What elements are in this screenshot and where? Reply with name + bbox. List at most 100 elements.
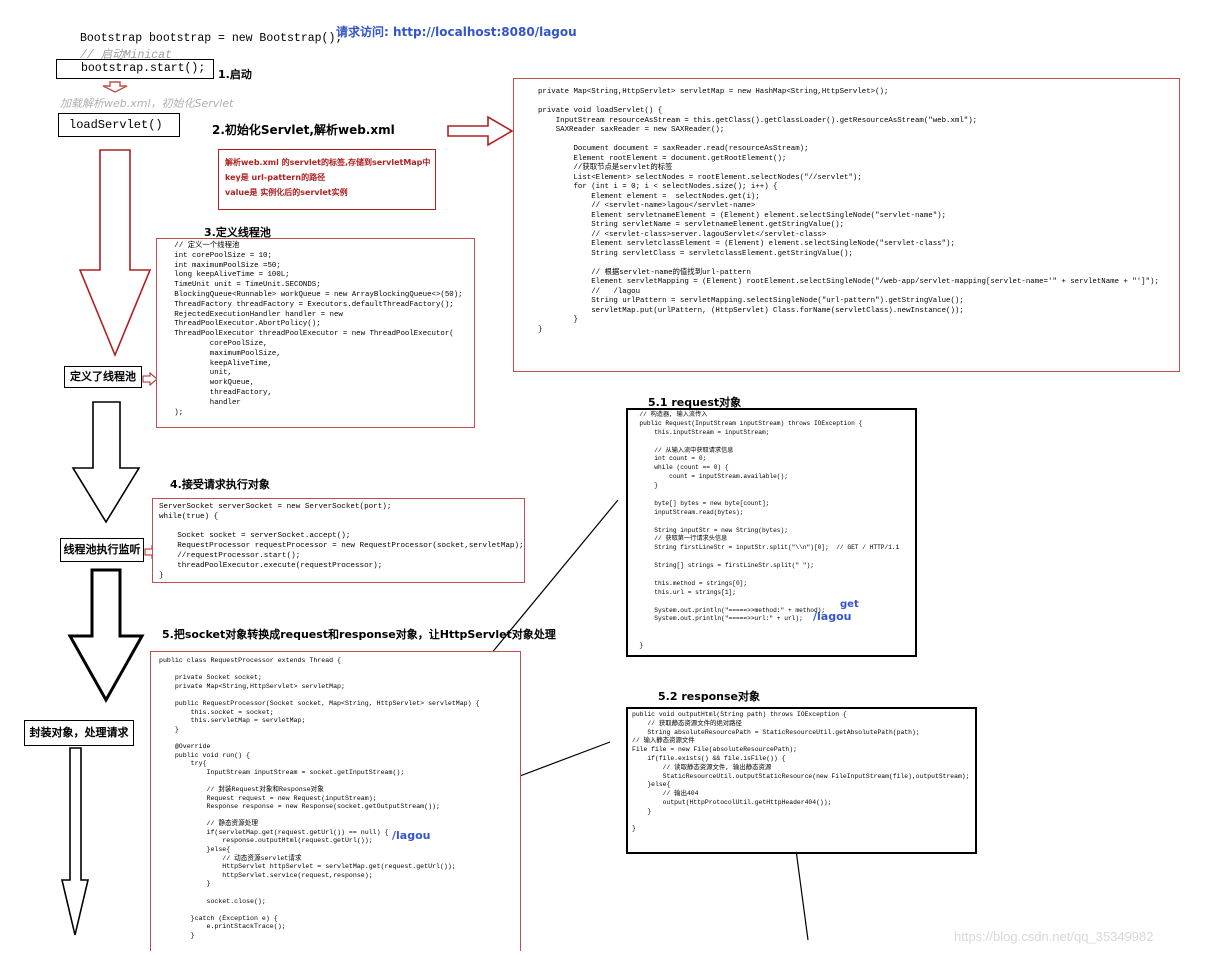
code-line: // 获取第一行请求头信息: [632, 535, 728, 543]
code-line: }catch (Exception e) {: [159, 914, 278, 922]
code-line: File file = new File(absoluteResourcePat…: [632, 746, 797, 754]
code-line: public Request(InputStream inputStream) …: [632, 419, 863, 427]
code-line: }: [632, 825, 636, 833]
black-down-arrow-2: [67, 568, 145, 704]
black-down-arrow-1: [71, 401, 141, 524]
code-line: [538, 259, 1159, 269]
red-right-arrow: [447, 115, 514, 147]
code-line: HttpServlet httpServlet = servletMap.get…: [159, 863, 456, 871]
start-comment: // 启动Minicat: [80, 49, 173, 62]
code-line: keepAliveTime,: [161, 359, 272, 368]
code-line: while(true) {: [159, 512, 219, 521]
code-line: try{: [159, 760, 207, 768]
step-5-1-label: 5.1 request对象: [648, 396, 742, 409]
code-line: if(servletMap.get(request.getUrl()) == n…: [159, 828, 389, 836]
code-line: }: [632, 807, 652, 815]
code-line: // <servlet-class>server.lagouServlet</s…: [538, 230, 827, 239]
thread-pool-code-box: // 定义一个线程池 int corePoolSize = 10; int ma…: [156, 238, 475, 428]
step-4-label: 4.接受请求执行对象: [170, 478, 270, 491]
code-line: [632, 598, 899, 607]
code-line: public class RequestProcessor extends Th…: [159, 657, 342, 664]
wrap-request-box: 封装对象，处理请求: [24, 720, 134, 746]
code-line: this.socket = socket;: [159, 708, 274, 716]
code-line: Element element = selectNodes.get(i);: [538, 192, 760, 201]
code-line: String firstLineStr = inputStr.split("\\…: [632, 544, 900, 552]
load-servlet-code-box: private Map<String,HttpServlet> servletM…: [513, 78, 1180, 372]
code-line: // 读取静态资源文件, 输出静态资源: [632, 763, 772, 771]
code-line: }else{: [632, 781, 671, 789]
response-object-code: public void outputHtml(String path) thro…: [632, 711, 969, 834]
code-line: servletMap.put(urlPattern, (HttpServlet)…: [538, 306, 964, 315]
code-line: long keepAliveTime = 100L;: [161, 271, 290, 280]
code-line: [632, 571, 899, 580]
code-line: // 静态资源处理: [159, 820, 258, 828]
code-line: }: [159, 932, 195, 939]
code-line: }: [632, 482, 658, 490]
code-line: RejectedExecutionHandler handler = new: [161, 310, 343, 319]
code-line: );: [161, 408, 184, 417]
code-line: SAXReader saxReader = new SAXReader();: [538, 126, 725, 134]
lagou-label-1: /lagou: [392, 829, 431, 842]
code-line: // 输出404: [632, 790, 699, 798]
code-line: Response response = new Response(socket.…: [159, 803, 440, 811]
code-line: }: [632, 642, 644, 650]
code-line: //requestProcessor.start();: [159, 551, 301, 560]
code-line: // 从输入流中获取请求信息: [632, 446, 734, 454]
code-line: corePoolSize,: [161, 339, 268, 348]
code-line: if(file.exists() && file.isFile()) {: [632, 754, 786, 762]
code-line: Element servletMapping = (Element) rootE…: [538, 278, 1159, 286]
server-socket-code-box: ServerSocket serverSocket = new ServerSo…: [152, 498, 525, 583]
explain-line-3: value是 实例化后的servlet实例: [225, 188, 348, 197]
code-line: }else{: [159, 846, 231, 854]
watermark: https://blog.csdn.net/qq_35349982: [954, 929, 1154, 944]
thread-pool-listen-box: 线程池执行监听: [60, 538, 144, 562]
code-line: ThreadFactory threadFactory = Executors.…: [161, 300, 454, 309]
code-line: [632, 817, 969, 826]
code-line: response.outputHtml(request.getUrl());: [159, 837, 373, 845]
code-line: [159, 691, 480, 700]
bootstrap-new-line: Bootstrap bootstrap = new Bootstrap();: [80, 32, 343, 45]
code-line: RequestProcessor requestProcessor = new …: [159, 542, 524, 551]
code-line: String urlPattern = servletMapping.selec…: [538, 297, 964, 305]
step-2-label: 2.初始化Servlet,解析web.xml: [212, 123, 395, 137]
server-socket-code: ServerSocket serverSocket = new ServerSo…: [159, 503, 524, 581]
code-line: }: [159, 571, 164, 580]
code-line: [159, 666, 480, 675]
code-line: this.inputStream = inputStream;: [632, 428, 770, 436]
code-line: }: [538, 325, 543, 334]
code-line: private void loadServlet() {: [538, 107, 663, 115]
code-line: String inputStr = new String(bytes);: [632, 526, 788, 534]
code-line: BlockingQueue<Runnable> workQueue = new …: [161, 290, 463, 299]
code-line: threadPoolExecutor.execute(requestProces…: [159, 561, 383, 570]
code-line: Element servletnameElement = (Element) e…: [538, 211, 947, 220]
code-line: byte[] bytes = new byte[count];: [632, 499, 770, 507]
request-url-label: 请求访问: http://localhost:8080/lagou: [336, 25, 577, 39]
code-line: // 输入静态资源文件: [632, 737, 695, 745]
code-line: private Map<String,HttpServlet> servletM…: [159, 682, 345, 690]
code-line: int count = 0;: [632, 455, 707, 463]
code-line: [632, 553, 899, 562]
code-line: // 构造器, 输入流传入: [632, 411, 708, 418]
code-line: [632, 518, 899, 527]
code-line: this.servletMap = servletMap;: [159, 717, 306, 725]
code-line: String absoluteResourcePath = StaticReso…: [632, 728, 920, 736]
code-line: this.url = strings[1];: [632, 588, 736, 596]
code-line: e.printStackTrace();: [159, 923, 286, 931]
code-line: StaticResourceUtil.outputStaticResource(…: [632, 772, 970, 780]
code-line: // /lagou: [538, 287, 641, 296]
code-line: Request request = new Request(inputStrea…: [159, 794, 377, 802]
code-line: [632, 624, 899, 633]
thread-pool-code: // 定义一个线程池 int corePoolSize = 10; int ma…: [161, 242, 463, 418]
request-object-code-box: // 构造器, 输入流传入 public Request(InputStream…: [626, 408, 917, 657]
step-5-2-label: 5.2 response对象: [658, 690, 761, 703]
code-line: System.out.println("=====>>method:" + me…: [632, 606, 826, 614]
code-line: [538, 98, 1159, 108]
explain-line-2: key是 url-pattern的路径: [225, 173, 326, 182]
code-line: [632, 491, 899, 500]
code-line: [632, 438, 899, 447]
code-line: private Map<String,HttpServlet> servletM…: [538, 88, 889, 96]
code-line: [159, 777, 480, 786]
code-line: [538, 136, 1159, 146]
code-line: [159, 734, 480, 743]
code-line: }: [159, 725, 179, 733]
